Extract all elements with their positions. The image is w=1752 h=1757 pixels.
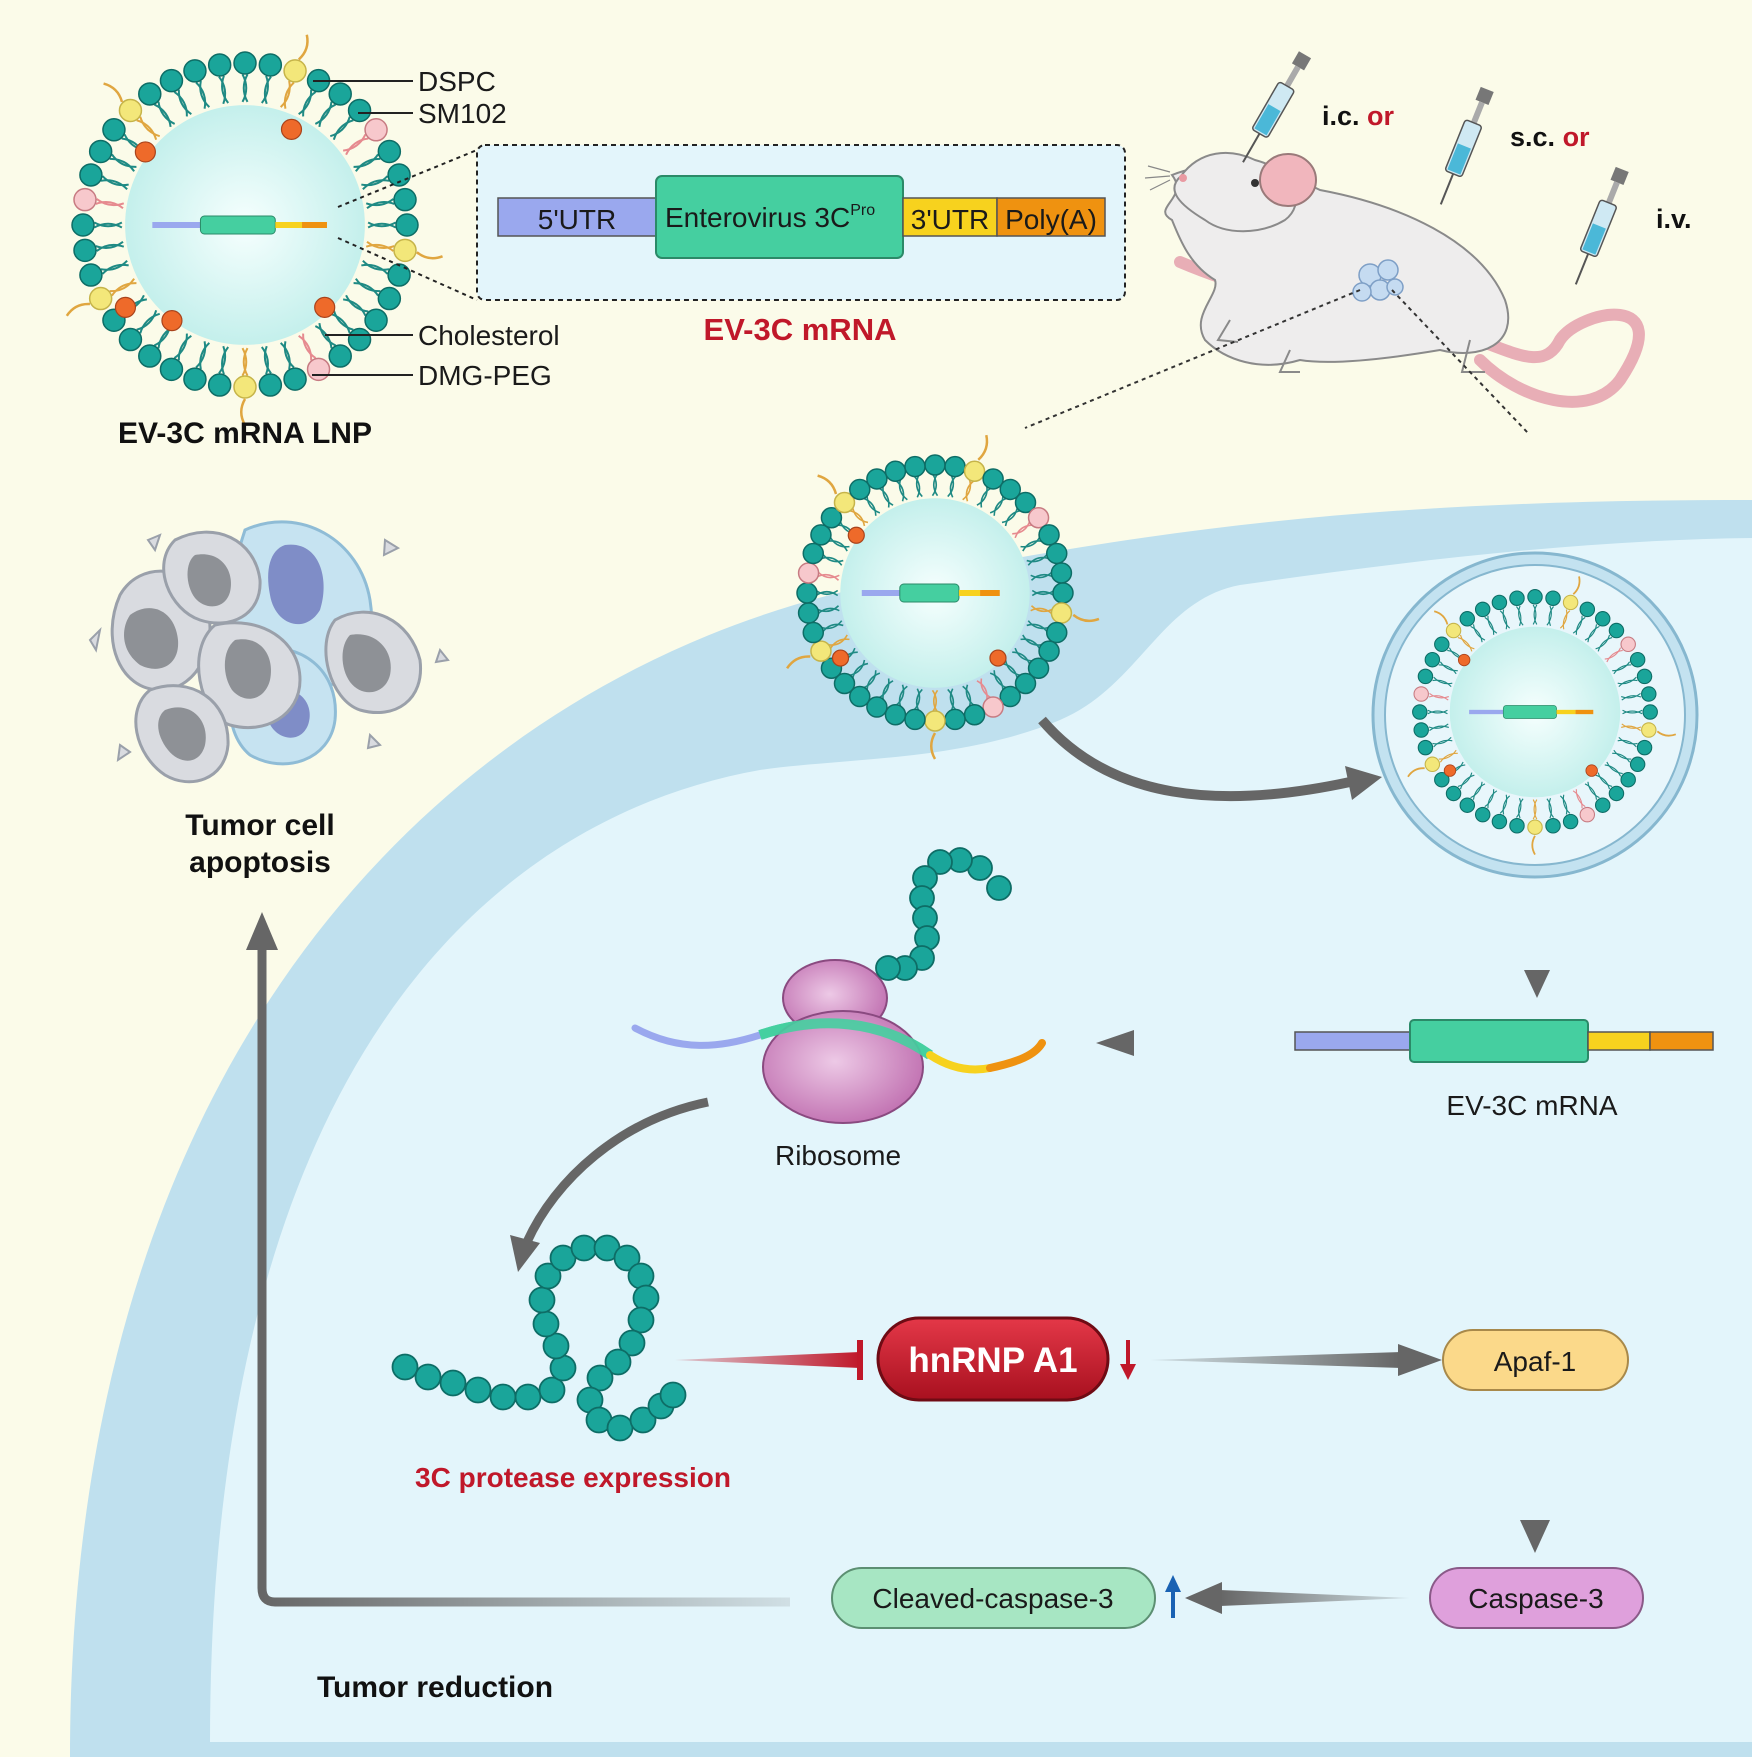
mouse-illustration xyxy=(1024,151,1645,434)
apaf-arrow xyxy=(1150,1352,1400,1368)
cleaved-caspase3-label: Cleaved-caspase-3 xyxy=(872,1583,1113,1614)
uptake-arrow-head xyxy=(1345,766,1382,800)
utr3-segment xyxy=(902,197,998,237)
ribosome-large-subunit xyxy=(762,1010,924,1124)
route-ic: i.c. or xyxy=(1322,101,1395,131)
dmg-peg-label: DMG-PEG xyxy=(418,360,552,391)
caspase3-node: Caspase-3 xyxy=(1429,1567,1644,1629)
route-sc: s.c. or xyxy=(1510,122,1590,152)
translation-arrow-head xyxy=(1096,1030,1134,1056)
mouse-tumor xyxy=(1352,259,1404,302)
tumor-cell xyxy=(70,500,1752,1757)
mouse-feet xyxy=(1216,319,1485,373)
protease-label: 3C protease expression xyxy=(415,1462,731,1493)
lnp-component-labels: DSPC SM102 Cholesterol DMG-PEG xyxy=(312,66,560,391)
apoptosis-return-arrow-head xyxy=(246,912,278,950)
cleavage-arrow-head xyxy=(1185,1582,1222,1614)
polya-segment xyxy=(996,197,1106,237)
mouse-whiskers xyxy=(1144,165,1171,191)
route-iv: i.v. xyxy=(1656,204,1692,234)
construct-caption: EV-3C mRNA xyxy=(704,312,897,347)
cell-cytoplasm xyxy=(210,538,1752,1742)
polya-label: Poly(A) xyxy=(1005,204,1097,235)
ribosome-translation xyxy=(631,959,1046,1124)
up-arrow-icon xyxy=(1165,1575,1181,1618)
mouse-nose xyxy=(1179,174,1187,182)
caspase-arrow-head xyxy=(1520,1520,1550,1553)
zoom-line-bottom xyxy=(337,237,478,301)
utr5-label: 5'UTR xyxy=(538,204,616,235)
caspase3-label: Caspase-3 xyxy=(1468,1583,1603,1614)
released-mrna xyxy=(1294,1019,1714,1063)
released-mrna-label: EV-3C mRNA xyxy=(1446,1090,1617,1121)
syringe-ic-icon xyxy=(1242,51,1312,163)
ribosome-label: Ribosome xyxy=(775,1140,901,1171)
dspc-label: DSPC xyxy=(418,66,496,97)
syringe-sc-icon xyxy=(1439,86,1494,205)
tumor-zoom-line-right xyxy=(1391,289,1529,434)
mouse-ear xyxy=(1259,153,1317,207)
apoptosis-label-line2: apoptosis xyxy=(189,846,331,879)
route-labels: i.c. or s.c. or i.v. xyxy=(1322,101,1692,234)
apoptotic-tumor-cells xyxy=(88,520,450,784)
lnp-particle xyxy=(65,34,443,426)
utr3-label: 3'UTR xyxy=(911,204,989,235)
tumor-reduction-label: Tumor reduction xyxy=(317,1671,553,1704)
expression-arrow-head xyxy=(510,1235,540,1272)
cholesterol-label: Cholesterol xyxy=(418,320,560,351)
lnp-in-endosome xyxy=(1407,576,1677,856)
zoom-line-top xyxy=(337,149,478,208)
lnp-entering-cell xyxy=(786,434,1100,760)
mrna-construct: 5'UTR Enterovirus 3CPro 3'UTR Poly(A) xyxy=(476,144,1126,301)
release-arrow-head xyxy=(1524,970,1550,998)
cleaved-caspase3-node: Cleaved-caspase-3 xyxy=(831,1567,1156,1629)
sm102-label: SM102 xyxy=(418,98,507,129)
mouse-eye xyxy=(1251,179,1259,187)
apaf1-label: Apaf-1 xyxy=(1494,1346,1577,1377)
uptake-arrow xyxy=(1038,716,1352,802)
utr5-segment xyxy=(497,197,657,237)
apoptosis-label-line1: Tumor cell xyxy=(185,809,334,842)
hnrnp-node: hnRNP A1 xyxy=(876,1316,1110,1402)
cds-label: Enterovirus 3CPro xyxy=(665,202,875,233)
apoptosis-return-arrow xyxy=(257,950,790,1607)
expression-arrow xyxy=(522,1097,709,1244)
hnrnp-label: hnRNP A1 xyxy=(908,1341,1077,1380)
nascent-peptide-chain xyxy=(875,847,1012,981)
apaf1-node: Apaf-1 xyxy=(1442,1329,1629,1391)
cleavage-arrow xyxy=(1220,1590,1410,1606)
lnp-title: EV-3C mRNA LNP xyxy=(118,417,372,450)
down-arrow-icon xyxy=(1120,1340,1136,1380)
syringe-iv-icon xyxy=(1574,166,1629,285)
apaf-arrow-head xyxy=(1398,1344,1442,1376)
protease-chain xyxy=(391,1234,687,1442)
inhibition-arrow xyxy=(675,1352,860,1368)
